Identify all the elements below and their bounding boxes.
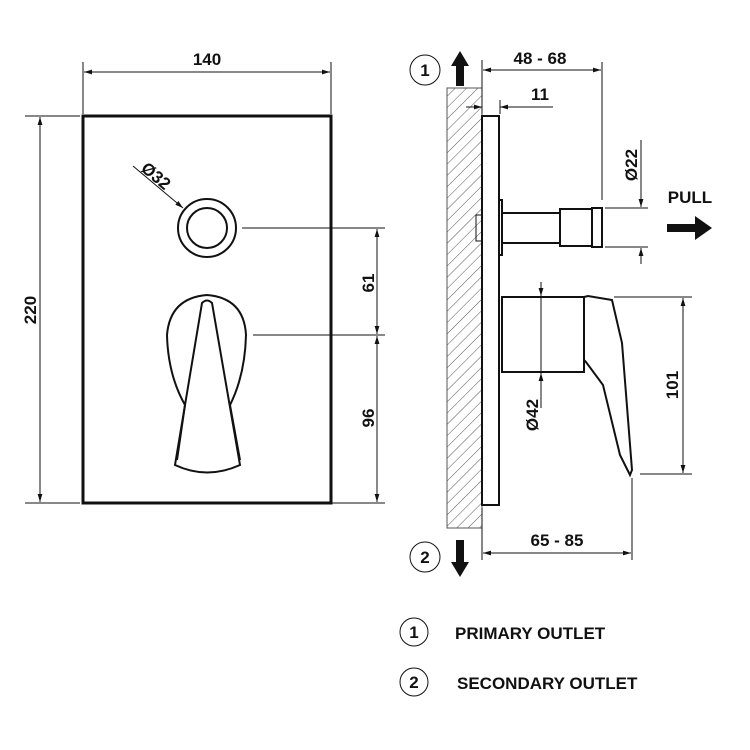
pull-arrow-icon	[667, 216, 712, 240]
legend-label: PRIMARY OUTLET	[455, 624, 606, 643]
svg-text:1: 1	[409, 623, 418, 642]
body-diameter: Ø42	[523, 399, 542, 431]
lever-height-dimension: 96	[359, 409, 378, 428]
mixer-body	[501, 296, 585, 373]
spacing-dimension: 61	[359, 274, 378, 293]
diverter-knob-outer	[177, 198, 237, 258]
side-lever	[583, 294, 634, 478]
lever-dimension: 101	[663, 371, 682, 399]
diverter-diameter: Ø32	[137, 159, 174, 194]
outlet-marker-2: 2	[420, 548, 429, 567]
width-dimension: 140	[193, 50, 221, 69]
legend-item: 1 PRIMARY OUTLET	[399, 617, 606, 647]
lever-escutcheon	[165, 293, 248, 461]
legend-item: 2 SECONDARY OUTLET	[399, 667, 638, 697]
side-view: 48 - 68 11 Ø22 PULL Ø42 101 65 - 85 1	[409, 49, 712, 577]
lever-depth-dimension: 65 - 85	[531, 531, 584, 550]
plate-dimension: 11	[531, 85, 549, 104]
depth-dimension: 48 - 68	[514, 49, 567, 68]
legend: 1 PRIMARY OUTLET 2 SECONDARY OUTLET	[399, 617, 638, 697]
diverter-knob-inner	[186, 207, 228, 249]
arrow-up-icon	[451, 51, 469, 86]
pull-label: PULL	[668, 188, 712, 207]
svg-text:2: 2	[409, 673, 418, 692]
cover-plate	[81, 114, 333, 505]
pin-diameter: Ø22	[622, 149, 641, 181]
side-plate	[481, 115, 500, 506]
height-dimension: 220	[21, 296, 40, 324]
legend-label: SECONDARY OUTLET	[457, 674, 638, 693]
arrow-down-icon	[451, 540, 469, 577]
outlet-marker-1: 1	[420, 61, 429, 80]
lever-handle	[173, 299, 242, 474]
diverter-pin	[501, 212, 561, 244]
wall-section	[446, 87, 483, 529]
front-view: 140 220 Ø32 61 96	[21, 50, 385, 505]
